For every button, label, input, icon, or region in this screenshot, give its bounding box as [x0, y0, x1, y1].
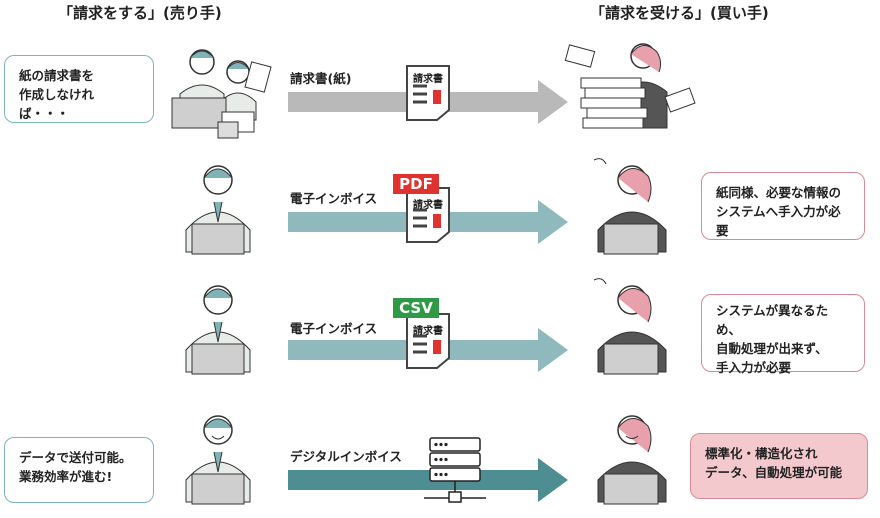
buyer-note-digital: 標準化・構造化され データ、自動処理が可能	[690, 433, 868, 499]
buyer-note-line: データ、自動処理が可能	[705, 465, 843, 480]
buyer-header: 「請求を受ける」(買い手)	[590, 4, 769, 22]
arrow-head	[538, 200, 568, 244]
seller-note-line: 作成しなければ・・・	[19, 87, 95, 121]
buyer-note-csv: システムが異なるため、 自動処理が出来ず、 手入力が必要	[701, 294, 865, 375]
seller-header: 「請求をする」(売り手)	[58, 4, 222, 22]
buyer-illustration-pdf	[593, 158, 667, 255]
buyer-note-line: システムが異なるため、	[716, 303, 829, 337]
pdf-badge: PDF	[393, 174, 439, 194]
seller-note-line: 業務効率が進む!	[19, 469, 113, 484]
seller-note-digital: データで送付可能。 業務効率が進む!	[4, 437, 154, 503]
seller-illustration-pdf	[185, 165, 251, 255]
csv-badge: CSV	[393, 298, 439, 318]
server-icon	[424, 437, 486, 503]
doc-title: 請求書	[413, 200, 443, 211]
buried-buyer-illustration	[564, 43, 696, 129]
arrow-head	[538, 458, 568, 502]
row-label-csv: 電子インボイス	[290, 321, 378, 336]
buyer-note-line: システムへ手入力が必要	[716, 204, 841, 238]
seller-illustration-csv	[185, 285, 251, 375]
busy-seller-illustration	[171, 49, 272, 139]
buyer-note-line: 紙同様、必要な情報の	[716, 185, 842, 200]
doc-title: 請求書	[413, 326, 443, 337]
buyer-note-line: 標準化・構造化され	[705, 446, 818, 461]
arrow-head	[538, 80, 568, 124]
arrow-head	[538, 328, 568, 372]
buyer-note-pdf: 紙同様、必要な情報の システムへ手入力が必要	[701, 172, 865, 240]
doc-title: 請求書	[413, 74, 443, 85]
seller-note-paper: 紙の請求書を 作成しなければ・・・	[4, 55, 154, 123]
buyer-illustration-csv	[593, 278, 667, 375]
buyer-note-line: 手入力が必要	[716, 360, 792, 375]
row-label-paper: 請求書(紙)	[290, 71, 352, 86]
arrow-shaft	[288, 470, 540, 490]
seller-illustration-digital	[185, 415, 251, 505]
document-icon	[406, 187, 450, 243]
seller-note-line: データで送付可能。	[19, 450, 132, 465]
seller-note-line: 紙の請求書を	[19, 68, 95, 83]
buyer-note-line: 自動処理が出来ず、	[716, 341, 828, 356]
row-label-digital: デジタルインボイス	[290, 449, 402, 464]
row-label-pdf: 電子インボイス	[290, 191, 378, 206]
buyer-illustration-digital	[597, 415, 667, 505]
document-icon	[406, 313, 450, 369]
document-icon	[406, 65, 450, 121]
